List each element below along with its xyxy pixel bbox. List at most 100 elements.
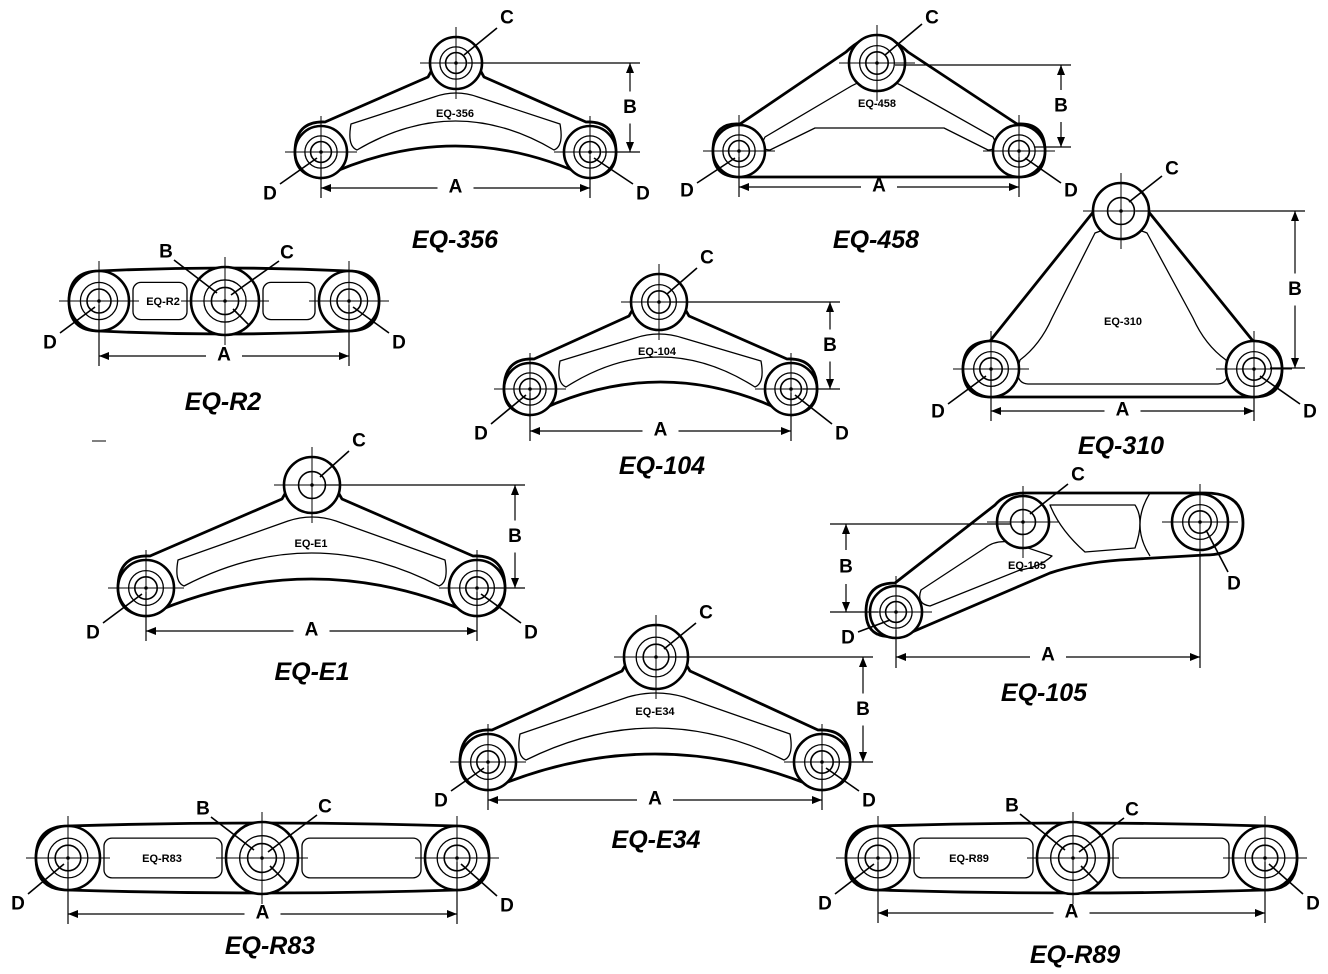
dim-d-label: D bbox=[500, 896, 514, 917]
equalizer-edge bbox=[1139, 492, 1151, 557]
arrowhead bbox=[68, 910, 78, 918]
equalizer-web bbox=[1017, 226, 1229, 385]
dim-a-label: A bbox=[449, 177, 463, 198]
center-dot bbox=[66, 856, 70, 860]
center-dot bbox=[654, 655, 658, 659]
part-caption: EQ-R2 bbox=[185, 388, 262, 416]
leader-line bbox=[27, 863, 65, 895]
arrowhead bbox=[339, 352, 349, 360]
arrowhead bbox=[1057, 137, 1065, 147]
dim-c-label: C bbox=[280, 243, 294, 264]
leader-line bbox=[825, 767, 860, 792]
dim-c-label: C bbox=[925, 8, 939, 29]
leader-line bbox=[59, 306, 96, 334]
part-caption: EQ-E34 bbox=[612, 826, 701, 854]
leader-line bbox=[210, 816, 255, 851]
part-caption: EQ-356 bbox=[412, 226, 499, 254]
leader-line bbox=[1078, 817, 1125, 853]
center-dot bbox=[789, 387, 793, 391]
equalizer-web bbox=[176, 516, 447, 587]
dim-d-label: D bbox=[835, 424, 849, 445]
dim-d-label: D bbox=[680, 181, 694, 202]
arrowhead bbox=[530, 427, 540, 435]
dim-d-label: D bbox=[524, 623, 538, 644]
dim-c-label: C bbox=[700, 248, 714, 269]
dim-d-label: D bbox=[1227, 574, 1241, 595]
dim-b-label: B bbox=[508, 526, 522, 547]
dim-c-label: C bbox=[318, 797, 332, 818]
dim-c-label: C bbox=[1125, 800, 1139, 821]
leader-line bbox=[102, 593, 143, 624]
leader-line bbox=[279, 157, 318, 185]
part-emboss-label: EQ-104 bbox=[638, 346, 677, 358]
leader-line bbox=[490, 394, 527, 425]
dim-a-label: A bbox=[256, 903, 270, 924]
dim-c-label: C bbox=[699, 603, 713, 624]
leader-line bbox=[1259, 375, 1301, 405]
center-dot bbox=[97, 299, 101, 303]
part-emboss-label: EQ-R83 bbox=[142, 853, 182, 865]
equalizer-web bbox=[558, 333, 763, 388]
arrowhead bbox=[842, 524, 850, 534]
center-dot bbox=[875, 61, 879, 65]
center-dot bbox=[310, 483, 314, 487]
center-dot bbox=[588, 150, 592, 154]
center-dot bbox=[454, 61, 458, 65]
part-caption: EQ-105 bbox=[1001, 679, 1088, 707]
dim-a-label: A bbox=[1116, 400, 1130, 421]
arrowhead bbox=[511, 578, 519, 588]
arrowhead bbox=[1291, 358, 1299, 368]
center-dot bbox=[486, 760, 490, 764]
dim-a-label: A bbox=[1065, 902, 1079, 923]
dim-c-label: C bbox=[352, 431, 366, 452]
dim-d-label: D bbox=[818, 894, 832, 915]
leader-line bbox=[319, 450, 350, 478]
leader-line bbox=[352, 306, 390, 334]
dim-a-label: A bbox=[654, 420, 668, 441]
arrowhead bbox=[1255, 909, 1265, 917]
center-dot bbox=[737, 149, 741, 153]
leader-line bbox=[463, 27, 498, 56]
leader-line bbox=[232, 308, 250, 326]
center-dot bbox=[1198, 520, 1202, 524]
dim-d-label: D bbox=[263, 184, 277, 205]
center-dot bbox=[475, 586, 479, 590]
leader-line bbox=[1019, 813, 1066, 851]
arrowhead bbox=[859, 752, 867, 762]
arrowhead bbox=[859, 657, 867, 667]
equalizer-web bbox=[349, 92, 562, 151]
part-caption: EQ-310 bbox=[1078, 432, 1164, 460]
center-dot bbox=[223, 299, 227, 303]
part-caption: EQ-458 bbox=[833, 226, 919, 254]
leader-line bbox=[696, 157, 736, 184]
arrowhead bbox=[1291, 211, 1299, 221]
leader-line bbox=[794, 394, 833, 425]
center-dot bbox=[1119, 209, 1123, 213]
arrowhead bbox=[842, 602, 850, 612]
dim-d-label: D bbox=[862, 791, 876, 812]
arrowhead bbox=[488, 796, 498, 804]
leader-line bbox=[267, 814, 318, 853]
arrowhead bbox=[826, 302, 834, 312]
dim-a-label: A bbox=[648, 789, 662, 810]
equalizer-web bbox=[1112, 837, 1230, 879]
dim-d-label: D bbox=[1303, 402, 1317, 423]
dim-b-label: B bbox=[839, 557, 853, 578]
leader-line bbox=[1268, 863, 1304, 895]
part-emboss-label: EQ-310 bbox=[1104, 316, 1142, 328]
dim-c-label: C bbox=[500, 8, 514, 29]
leader-line bbox=[1029, 483, 1069, 515]
dim-b-label: B bbox=[196, 799, 210, 820]
part-emboss-label: EQ-R89 bbox=[949, 853, 989, 865]
leader-line bbox=[666, 267, 698, 295]
arrowhead bbox=[812, 796, 822, 804]
leader-line bbox=[480, 593, 522, 624]
center-dot bbox=[144, 586, 148, 590]
part-emboss-label: EQ-E34 bbox=[635, 706, 675, 718]
arrowhead bbox=[896, 653, 906, 661]
